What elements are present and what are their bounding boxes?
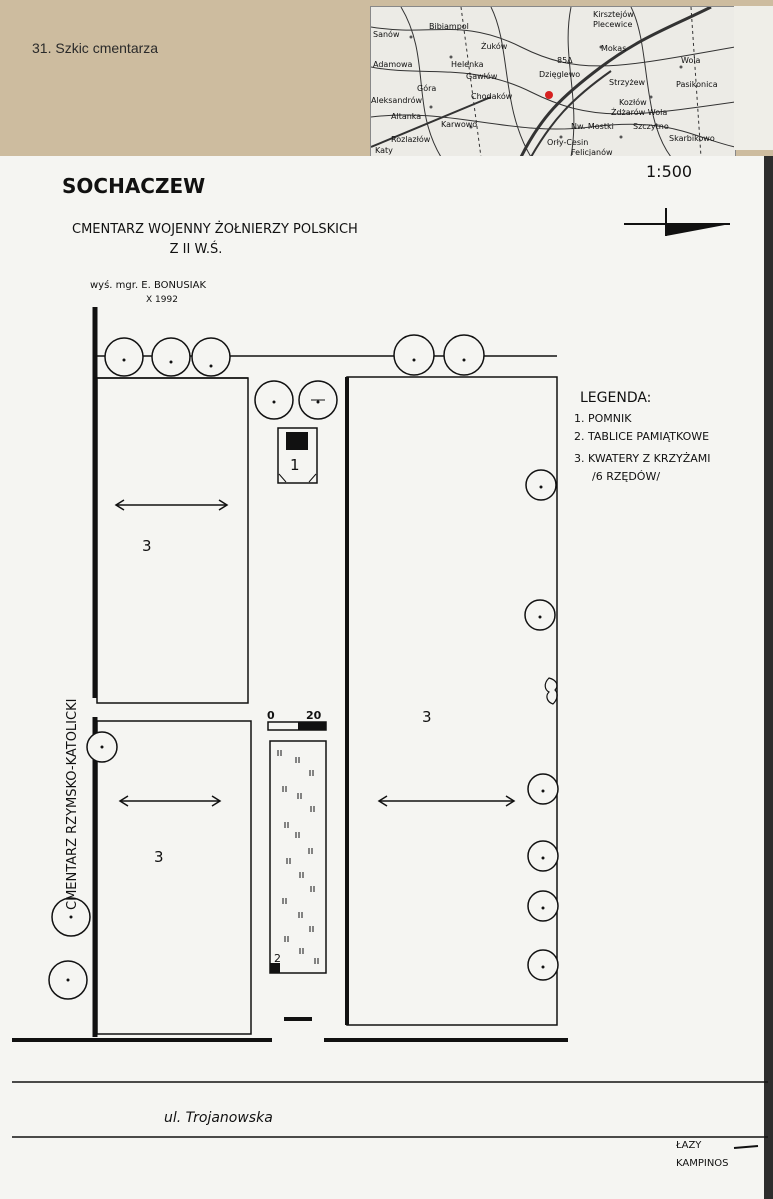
minimap-label: Kirsztejów bbox=[593, 9, 634, 19]
monument bbox=[277, 427, 318, 484]
minimap-label: Chodaków bbox=[471, 91, 513, 101]
minimap-label: Karwowo bbox=[441, 120, 477, 129]
author-line-1: wyś. mgr. E. BONUSIAK bbox=[90, 279, 206, 291]
plot-upper-left bbox=[96, 377, 249, 704]
road-direction-line-2: KAMPINOS bbox=[676, 1158, 729, 1169]
plaque-marker bbox=[270, 963, 280, 973]
plaque-ticks bbox=[277, 750, 319, 964]
minimap-label: Rozlazłów bbox=[391, 134, 431, 144]
minimap-label: Bibiampol bbox=[429, 22, 469, 31]
scale-bar: 0 20 bbox=[267, 709, 327, 731]
street-name: ul. Trojanowska bbox=[164, 1110, 273, 1126]
location-minimap: Kirsztejów Plecewice Bibiampol Żuków Mok… bbox=[370, 6, 736, 158]
scale-bar-right: 20 bbox=[306, 709, 322, 722]
road-direction: ŁAZY KAMPINOS bbox=[675, 1140, 759, 1169]
title-line-2: Z II W.Ś. bbox=[170, 241, 223, 257]
minimap-label: Góra bbox=[417, 83, 436, 93]
minimap-label: Mokas bbox=[601, 44, 626, 53]
minimap-label: Felicjanów bbox=[571, 147, 613, 157]
legend: LEGENDA: 1. POMNIK 2. TABLICE PAMIĄTKOWE… bbox=[574, 390, 711, 483]
legend-item-monument: 1. POMNIK bbox=[574, 412, 632, 425]
minimap-margin bbox=[734, 6, 773, 150]
minimap-label: Żuków bbox=[481, 41, 508, 51]
minimap-label: Altanka bbox=[391, 112, 421, 121]
sheet-edge bbox=[764, 156, 773, 1199]
location-marker bbox=[545, 91, 553, 99]
north-arrow bbox=[624, 208, 730, 236]
minimap-label: Adamowa bbox=[373, 60, 413, 69]
plaques-strip bbox=[269, 740, 327, 974]
neighbour-cemetery-label: CMENTARZ RZYMSKO-KATOLICKI bbox=[65, 699, 80, 910]
bush bbox=[544, 677, 558, 705]
minimap-label: Skarbikowo bbox=[669, 134, 715, 143]
minimap-label: Katy bbox=[375, 146, 393, 155]
plaques-number: 2 bbox=[274, 952, 281, 965]
minimap-label: Nw. Mostki bbox=[571, 122, 614, 131]
minimap-label: Helenka bbox=[451, 60, 484, 69]
legend-item-plots: 3. KWATERY Z KRZYŻAMI bbox=[574, 452, 711, 465]
plot-lower-left bbox=[96, 720, 252, 1035]
city-title: SOCHACZEW bbox=[62, 174, 205, 198]
scale-bar-left: 0 bbox=[267, 709, 275, 722]
plot-number-lower-left: 3 bbox=[154, 848, 164, 866]
legend-title: LEGENDA: bbox=[580, 390, 651, 406]
plot-number-right: 3 bbox=[422, 708, 432, 726]
scale-ratio: 1:500 bbox=[646, 162, 692, 181]
figure-caption: 31. Szkic cmentarza bbox=[32, 40, 159, 56]
minimap-label: Plecewice bbox=[593, 20, 632, 29]
monument-number: 1 bbox=[290, 456, 300, 474]
title-line-1: CMENTARZ WOJENNY ŻOŁNIERZY POLSKICH bbox=[72, 221, 358, 237]
road-direction-line-1: ŁAZY bbox=[675, 1140, 702, 1151]
minimap-label: Sanów bbox=[373, 29, 400, 39]
minimap-label: Dzięglewo bbox=[539, 70, 580, 79]
plot-right bbox=[346, 376, 558, 1026]
minimap-label: Wola bbox=[681, 56, 701, 65]
minimap-label: Żdżarów Wola bbox=[611, 107, 667, 117]
monument-block bbox=[286, 432, 308, 450]
author-line-2: X 1992 bbox=[146, 295, 178, 305]
minimap-svg: Kirsztejów Plecewice Bibiampol Żuków Mok… bbox=[371, 7, 735, 157]
legend-item-plaques: 2. TABLICE PAMIĄTKOWE bbox=[574, 430, 709, 443]
minimap-label: Gawłów bbox=[466, 71, 498, 81]
minimap-label: Pasikonica bbox=[676, 80, 718, 89]
row-arrows bbox=[114, 499, 516, 807]
plot-number-upper-left: 3 bbox=[142, 537, 152, 555]
minimap-label: 85Δ bbox=[557, 56, 573, 65]
minimap-label: Aleksandrów bbox=[371, 95, 422, 105]
legend-item-rows: /6 RZĘDÓW/ bbox=[592, 470, 660, 483]
minimap-label: Orły-Cesin bbox=[547, 138, 588, 147]
minimap-label: Szczytno bbox=[633, 122, 669, 131]
minimap-label: Kozłów bbox=[619, 97, 647, 107]
minimap-label: Strzyżew bbox=[609, 78, 646, 87]
